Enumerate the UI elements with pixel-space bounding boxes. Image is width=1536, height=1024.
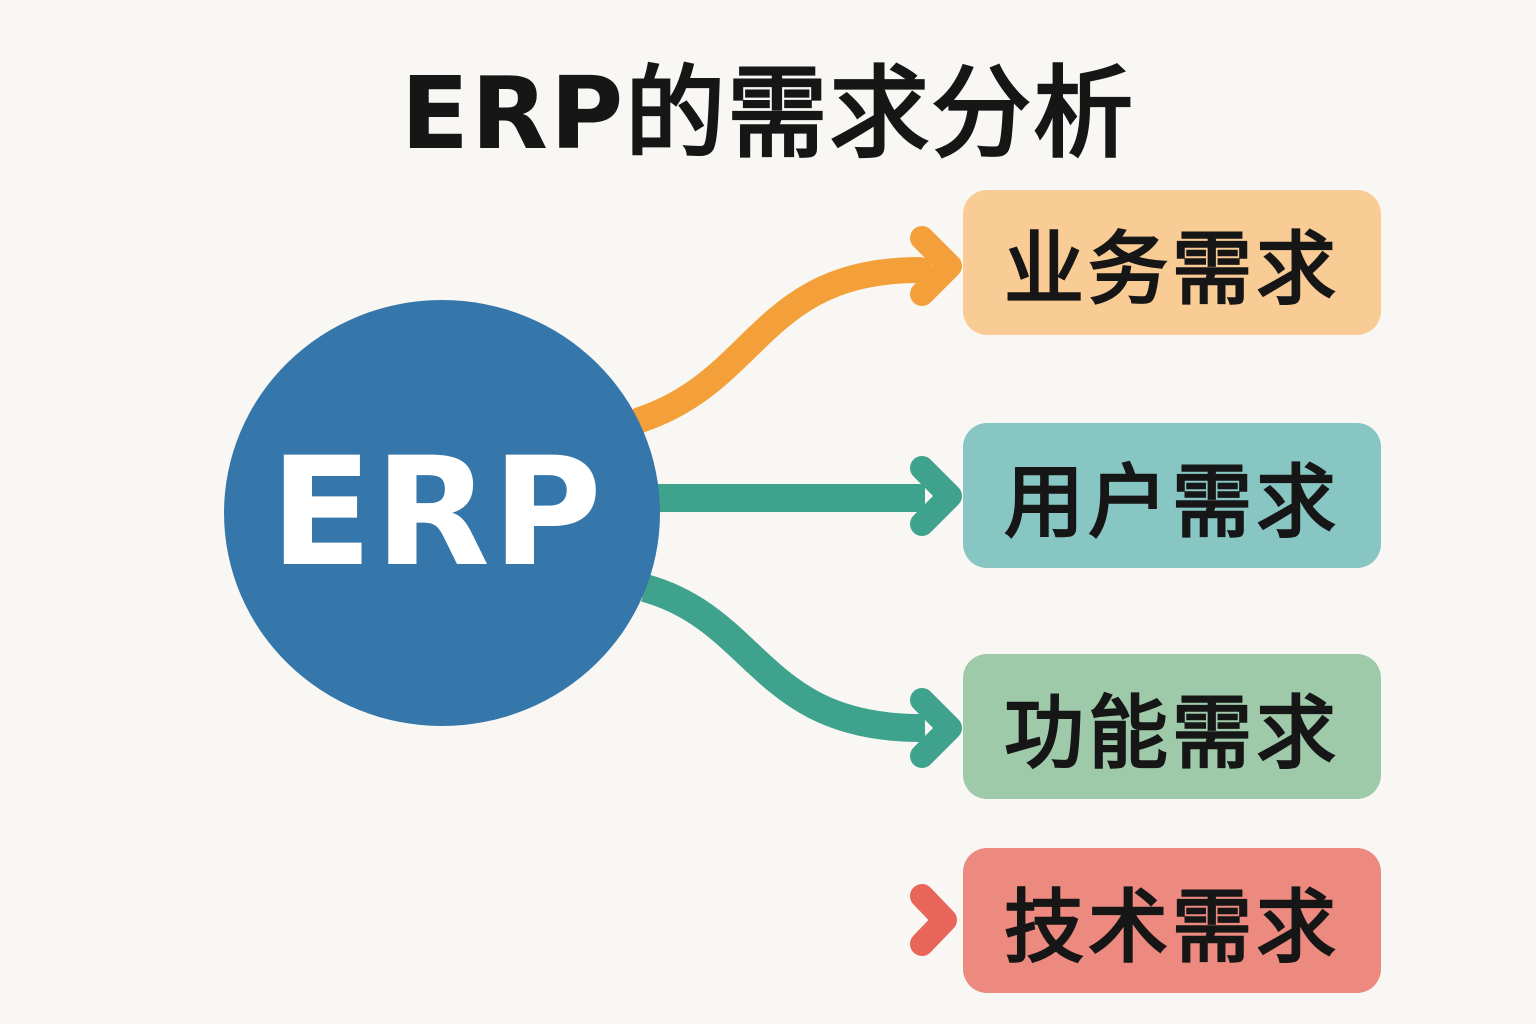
arrowhead-function	[910, 688, 962, 768]
node-business-requirements: 业务需求	[963, 190, 1381, 335]
node-label: 功能需求	[1004, 686, 1340, 780]
node-user-requirements: 用户需求	[963, 423, 1381, 568]
node-label: 用户需求	[1004, 455, 1340, 549]
arrowhead-user	[910, 456, 962, 536]
erp-hub-circle: ERP	[224, 300, 660, 726]
arrow-function	[640, 574, 926, 743]
node-functional-requirements: 功能需求	[963, 654, 1381, 799]
node-label: 业务需求	[1004, 222, 1340, 316]
arrowhead-tech	[910, 884, 957, 956]
diagram-title: ERP的需求分析	[400, 55, 1136, 172]
arrowhead-business	[910, 226, 962, 306]
node-technical-requirements: 技术需求	[963, 848, 1381, 993]
hub-label: ERP	[270, 426, 604, 600]
node-label: 技术需求	[1004, 880, 1340, 974]
arrow-business	[627, 257, 933, 433]
